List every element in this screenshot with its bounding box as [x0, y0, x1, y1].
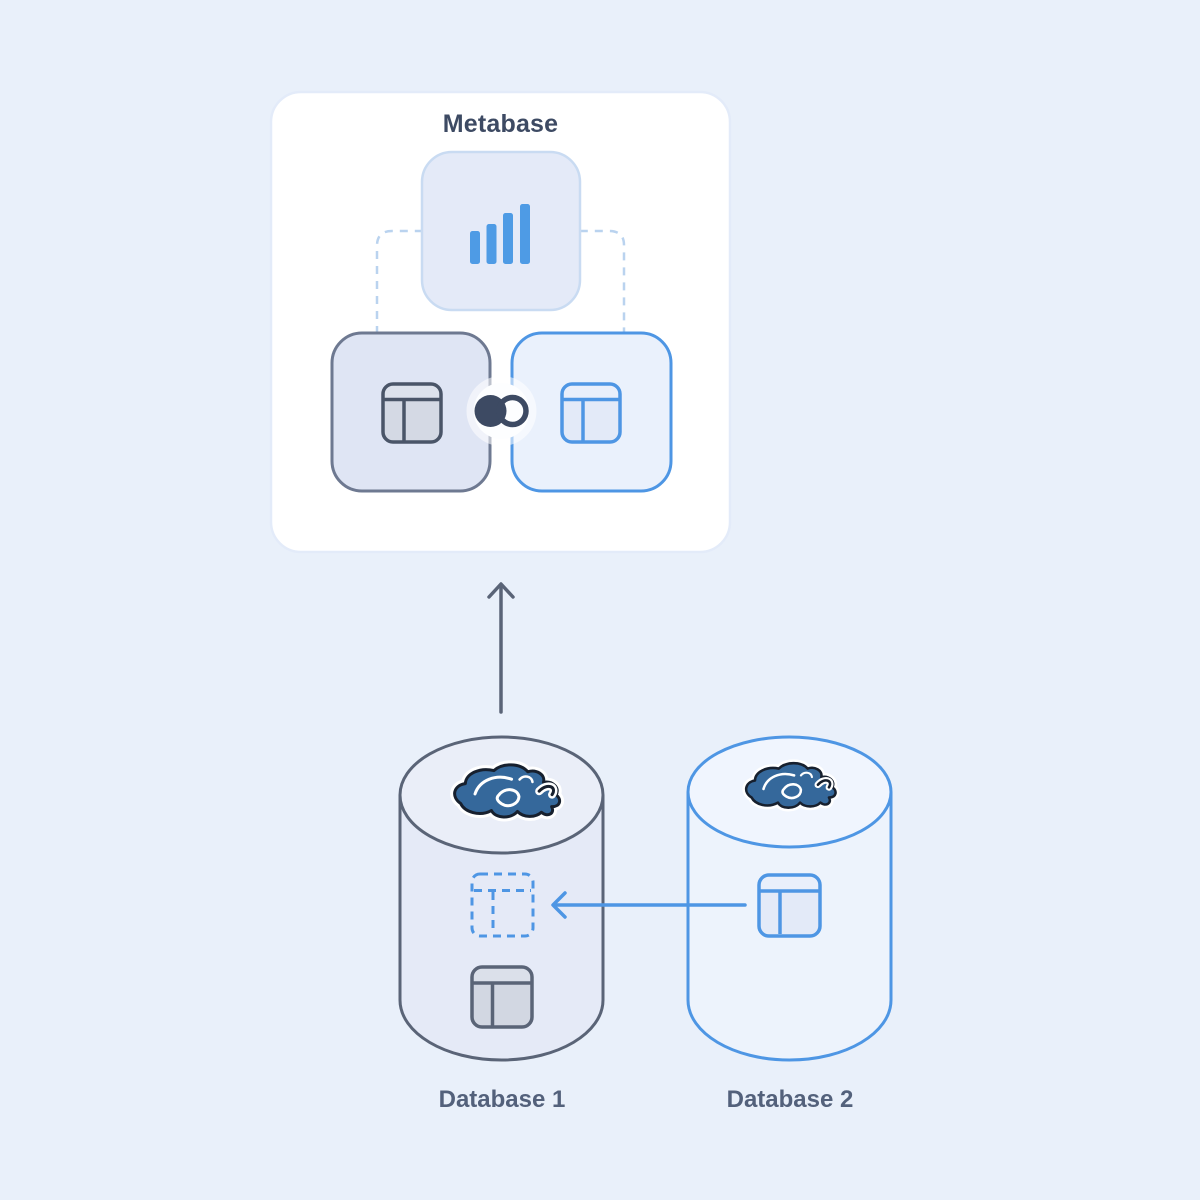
arrow-left-icon — [551, 891, 747, 919]
dashed-connector — [375, 229, 626, 334]
postgresql-logo — [746, 763, 835, 808]
table-icon-db2 — [757, 873, 822, 938]
table-icon-blue — [560, 382, 622, 444]
left-join-icon — [466, 376, 537, 446]
database2-cylinder — [686, 735, 893, 1062]
arrow-up-icon — [487, 582, 515, 714]
database1-label: Database 1 — [438, 1086, 566, 1113]
bar-chart-icon — [470, 204, 530, 264]
table-tile-database2 — [510, 331, 673, 493]
chart-tile — [420, 150, 582, 312]
metabase-card-title: Metabase — [442, 110, 559, 138]
database1-cylinder — [398, 735, 605, 1062]
database2-label: Database 2 — [726, 1086, 854, 1113]
table-icon-db1 — [470, 965, 534, 1029]
table-placeholder-dashed — [470, 872, 535, 938]
table-tile-database1 — [330, 331, 492, 493]
table-icon-gray — [381, 382, 443, 444]
